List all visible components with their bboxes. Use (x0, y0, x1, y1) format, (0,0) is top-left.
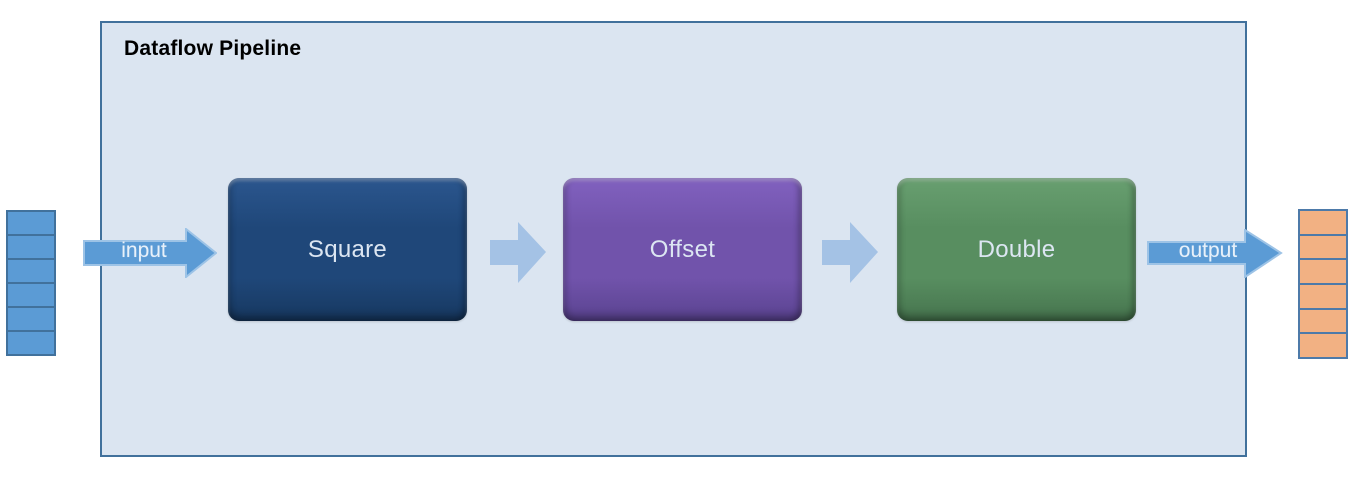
data-cell (8, 308, 54, 332)
input-arrow-label: input (121, 239, 167, 262)
data-cell (1300, 211, 1346, 236)
diagram-title: Dataflow Pipeline (124, 37, 302, 60)
output-data-stack (1298, 209, 1348, 359)
node-square-label: Square (307, 235, 388, 263)
flow-arrow-shape (822, 222, 878, 283)
data-cell (1300, 260, 1346, 286)
input-data-stack (6, 210, 56, 356)
data-cell (8, 236, 54, 260)
node-offset-label: Offset (649, 235, 716, 263)
node-double-label: Double (977, 235, 1056, 263)
flow-arrow-square-to-offset (490, 222, 546, 283)
input-arrow (83, 228, 217, 278)
output-arrow-label: output (1178, 239, 1238, 262)
node-square: Square (228, 178, 467, 321)
data-cell (1300, 235, 1346, 261)
input-arrow-shape (83, 228, 217, 278)
output-arrow-shape (1147, 229, 1283, 278)
data-cell (8, 332, 54, 354)
data-cell (8, 284, 54, 308)
node-double: Double (897, 178, 1136, 321)
data-cell (1300, 285, 1346, 310)
data-cell (1300, 309, 1346, 335)
node-offset: Offset (563, 178, 802, 321)
data-cell (8, 260, 54, 284)
flow-arrow-offset-to-double (822, 222, 878, 283)
flow-arrow-shape (490, 222, 546, 283)
data-cell (1300, 334, 1346, 358)
data-cell (8, 212, 54, 236)
output-arrow (1147, 229, 1283, 278)
